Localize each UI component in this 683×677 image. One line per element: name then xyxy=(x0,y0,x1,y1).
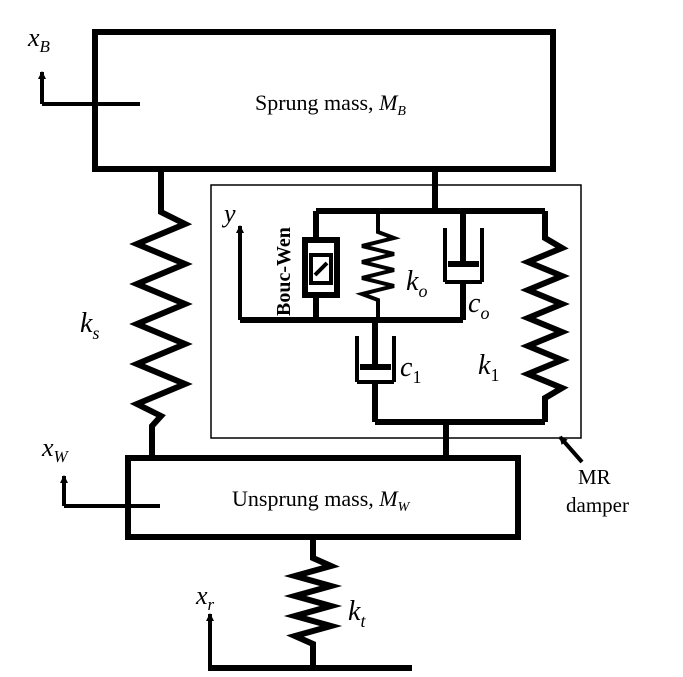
suspension-spring-ks xyxy=(129,169,193,456)
mr-damper-label-line2: damper xyxy=(566,493,629,517)
unsprung-mass-block xyxy=(125,455,521,540)
ko-label: ko xyxy=(406,266,427,301)
kt-label: kt xyxy=(348,596,366,631)
y-label: y xyxy=(221,199,236,228)
dashpot-c1 xyxy=(355,320,396,422)
unsprung-mass-label: Unsprung mass, MW xyxy=(232,486,411,515)
ks-label: ks xyxy=(80,308,99,343)
mr-damper-pointer-arrow xyxy=(558,435,584,464)
tire-spring-kt xyxy=(283,537,343,668)
x-b-coordinate-arrow xyxy=(38,71,140,106)
bouc-wen-element xyxy=(302,237,340,298)
c1-label: c1 xyxy=(400,352,421,387)
sprung-mass-block xyxy=(92,29,556,172)
k1-label: k1 xyxy=(478,350,499,385)
sprung-mass-label: Sprung mass, MB xyxy=(255,90,406,119)
spring-ko xyxy=(355,211,401,320)
x-r-label: xr xyxy=(195,581,215,614)
mr-damper-label-line1: MR xyxy=(578,465,611,489)
bouc-wen-label: Bouc-Wen xyxy=(273,227,295,316)
mr-damper-enclosure xyxy=(210,184,582,439)
x-w-label: xW xyxy=(41,433,70,466)
spring-k1 xyxy=(520,211,570,422)
x-b-label: xB xyxy=(27,23,51,56)
dashpot-co xyxy=(443,211,484,320)
x-w-coordinate-arrow xyxy=(60,475,160,508)
co-label: co xyxy=(468,288,489,323)
